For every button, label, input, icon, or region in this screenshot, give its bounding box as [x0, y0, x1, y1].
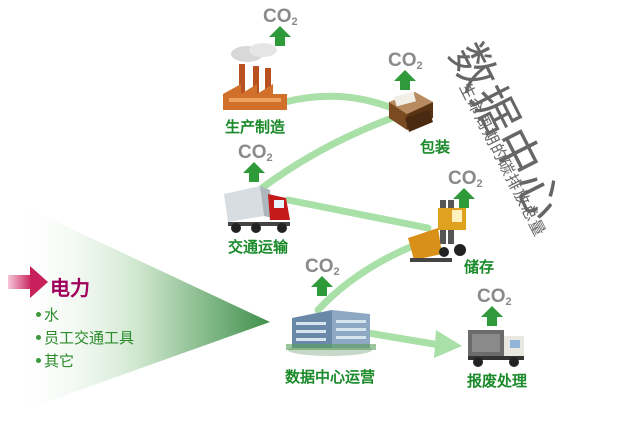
input-item-employee-transport: 员工交通工具	[36, 327, 134, 348]
stage-label-disposal: 报废处理	[467, 372, 528, 390]
truck-icon	[224, 186, 290, 233]
co2-subscript: 2	[266, 152, 273, 164]
power-arrow-icon	[8, 266, 48, 298]
input-item-other: 其它	[36, 350, 74, 371]
stage-label-storage: 储存	[464, 258, 495, 276]
emission-arrow-manufacturing	[269, 26, 291, 46]
input-item-label: 水	[44, 306, 60, 324]
emission-arrow-packaging	[394, 70, 416, 90]
co2-subscript: 2	[476, 178, 483, 190]
factory-icon	[223, 43, 287, 110]
forklift-icon	[408, 200, 466, 262]
co2-label-manufacturing: CO2	[263, 6, 298, 28]
input-item-water: 水	[36, 304, 59, 325]
co2-text: CO	[238, 142, 267, 163]
emission-arrow-operation	[311, 276, 333, 296]
emission-arrow-disposal	[481, 306, 503, 326]
co2-label-packaging: CO2	[388, 50, 423, 72]
co2-label-operation: CO2	[305, 256, 340, 278]
bullet-icon	[36, 358, 41, 363]
co2-text: CO	[305, 256, 334, 277]
path-arrowhead	[434, 330, 462, 358]
co2-label-storage: CO2	[448, 168, 483, 190]
co2-text: CO	[477, 286, 506, 307]
lifecycle-path	[258, 92, 444, 349]
power-label: 电力	[50, 276, 90, 300]
emission-arrow-storage	[453, 188, 475, 208]
co2-label-transport: CO2	[238, 142, 273, 164]
path-packaging-transport	[258, 114, 396, 192]
stage-label-operation: 数据中心运营	[285, 368, 376, 386]
stage-label-transport: 交通运输	[228, 238, 289, 256]
co2-subscript: 2	[416, 60, 423, 72]
office-building-icon	[286, 310, 376, 356]
co2-text: CO	[448, 168, 477, 189]
operation-inputs-funnel	[10, 200, 270, 415]
garbage-truck-icon	[468, 330, 524, 367]
co2-text: CO	[263, 6, 292, 27]
co2-label-disposal: CO2	[477, 286, 512, 308]
path-transport-storage	[284, 196, 432, 232]
stage-label-packaging: 包装	[420, 138, 451, 156]
co2-subscript: 2	[291, 16, 298, 28]
bullet-icon	[36, 335, 41, 340]
stage-label-manufacturing: 生产制造	[225, 118, 286, 136]
path-manufacturing-packaging	[281, 92, 396, 112]
package-icon	[389, 91, 433, 132]
input-item-label: 其它	[44, 352, 75, 370]
co2-subscript: 2	[333, 266, 340, 278]
input-item-label: 员工交通工具	[44, 329, 135, 347]
co2-subscript: 2	[505, 296, 512, 308]
co2-text: CO	[388, 50, 417, 71]
bullet-icon	[36, 312, 41, 317]
emission-arrow-transport	[243, 162, 265, 182]
